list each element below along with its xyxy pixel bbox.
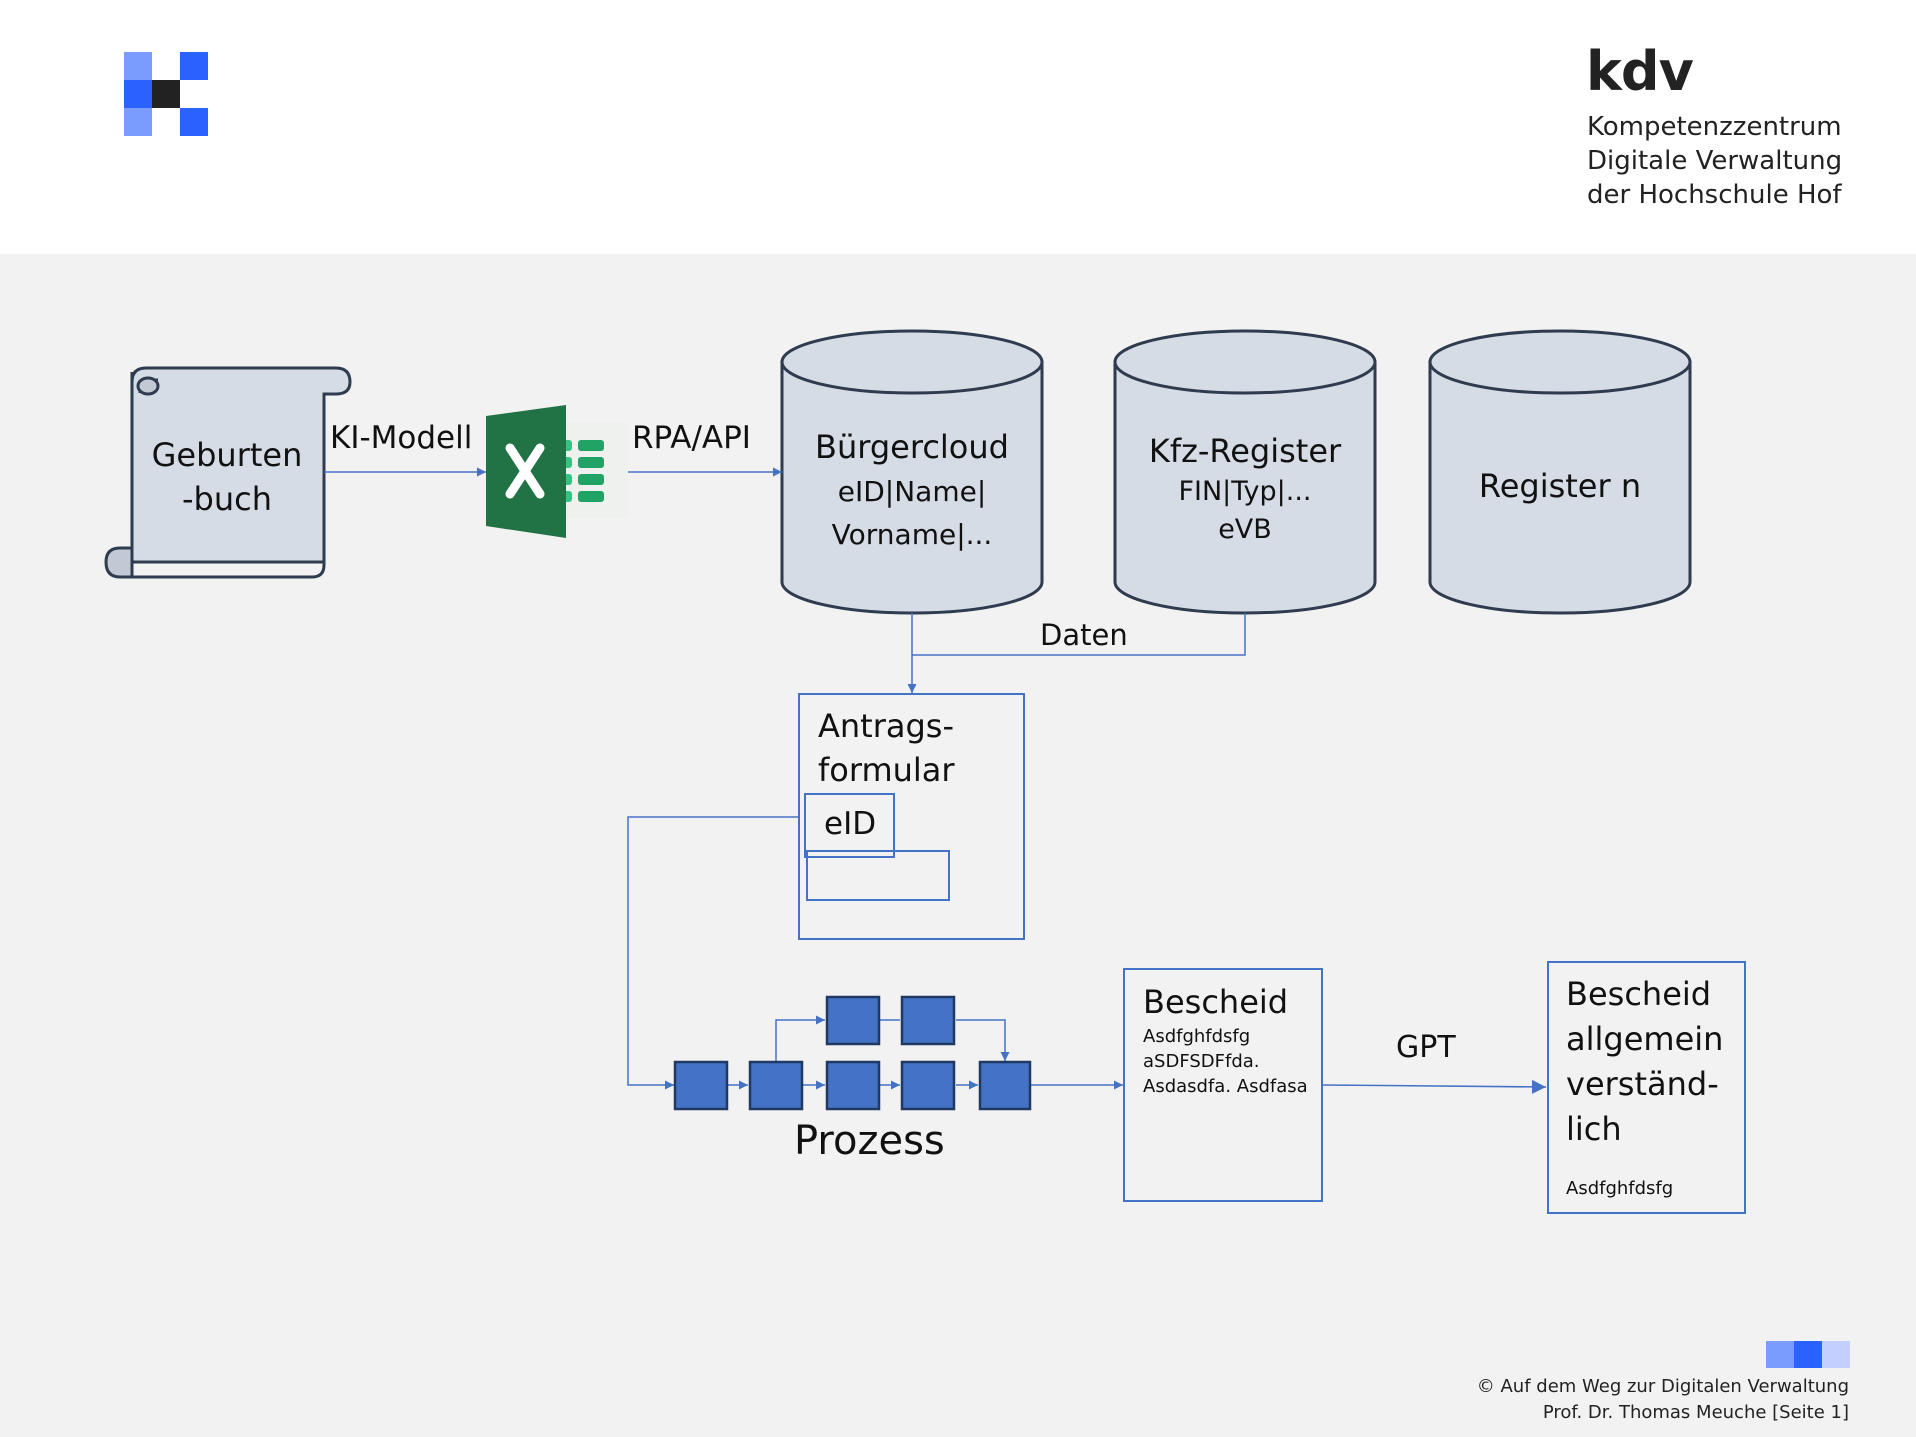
buergercloud-line: Vorname|... — [831, 518, 993, 551]
geburtenbuch-label-line: Geburten — [151, 436, 303, 474]
edge-daten-kfz — [912, 613, 1246, 656]
kfz-register-cylinder — [1113, 329, 1377, 615]
brand-title: kdv — [1586, 40, 1694, 103]
footer-logo-icon — [1766, 1341, 1850, 1368]
bescheid-verstaendlich-title-line: Bescheid — [1566, 975, 1712, 1013]
process-step — [748, 1060, 804, 1111]
bescheid-line: aSDFSDFfda. — [1143, 1051, 1260, 1072]
kfz-register-label: Kfz-Register FIN|Typ|... eVB — [1115, 429, 1375, 549]
bescheid-verstaendlich-box — [1547, 961, 1746, 1214]
geburtenbuch-label-line: -buch — [181, 480, 272, 518]
geburtenbuch-scroll — [104, 366, 352, 579]
brand-subtitle-line: Digitale Verwaltung — [1587, 146, 1843, 176]
connectors — [324, 467, 1547, 1094]
edge-antrag-prozess — [627, 816, 800, 1090]
process-step — [825, 995, 881, 1046]
process-steps — [673, 995, 1032, 1111]
bescheid-verstaendlich-title-line: allgemein — [1566, 1020, 1724, 1058]
rpa-api-label: RPA/API — [632, 420, 751, 456]
prozess-label: Prozess — [794, 1118, 945, 1164]
excel-icon — [486, 405, 628, 538]
brand-subtitle-line: der Hochschule Hof — [1587, 180, 1842, 210]
process-step — [825, 1060, 881, 1111]
bescheid-line: Asdfghfdsfg — [1143, 1026, 1251, 1047]
antragsformular-label-line: Antrags- — [818, 707, 955, 745]
antragsformular-label: Antrags- formular — [818, 704, 955, 792]
buergercloud-label: Bürgercloud eID|Name| Vorname|... — [782, 424, 1042, 556]
brand-subtitle-line: Kompetenzzentrum — [1587, 112, 1842, 142]
buergercloud-cylinder — [780, 329, 1044, 615]
geburtenbuch-label: Geburten -buch — [137, 433, 317, 521]
footer-copyright: © Auf dem Weg zur Digitalen Verwaltung — [1476, 1376, 1849, 1397]
brand-subtitle: Kompetenzzentrum Digitale Verwaltung der… — [1587, 110, 1842, 212]
eid-label: eID — [824, 806, 877, 842]
kfz-register-title: Kfz-Register — [1148, 432, 1342, 470]
process-step — [673, 1060, 729, 1111]
bescheid-verstaendlich-body: Asdfghfdsfg — [1566, 1178, 1674, 1199]
daten-label: Daten — [1040, 618, 1128, 652]
bescheid-verstaendlich-title-line: lich — [1566, 1110, 1622, 1148]
kfz-register-line: FIN|Typ|... — [1178, 476, 1312, 507]
process-step — [900, 1060, 956, 1111]
edge-gpt — [1321, 1079, 1547, 1094]
bescheid-verstaendlich-label: Bescheid allgemein verständ- lich — [1566, 972, 1723, 1152]
gpt-label: GPT — [1396, 1030, 1456, 1065]
buergercloud-title: Bürgercloud — [815, 428, 1009, 466]
bescheid-box — [1123, 968, 1323, 1202]
buergercloud-line: eID|Name| — [837, 475, 987, 508]
empty-field — [806, 850, 950, 901]
antragsformular-box — [798, 693, 1025, 940]
bescheid-label: Bescheid Asdfghfdsfg aSDFSDFfda. Asdasdf… — [1143, 980, 1308, 1099]
bescheid-line: Asdasdfa. Asdfasa — [1143, 1076, 1308, 1097]
register-n-label: Register n — [1478, 467, 1642, 505]
footer: © Auf dem Weg zur Digitalen Verwaltung P… — [1477, 1374, 1849, 1426]
bescheid-title: Bescheid — [1143, 983, 1289, 1021]
antragsformular-label-line: formular — [818, 751, 955, 789]
ki-modell-label: KI-Modell — [330, 420, 473, 456]
header: kdv Kompetenzzentrum Digitale Verwaltung… — [0, 0, 1916, 254]
kfz-register-line: eVB — [1218, 514, 1272, 545]
register-n-cylinder — [1428, 329, 1692, 615]
bescheid-verstaendlich-title-line: verständ- — [1566, 1065, 1719, 1103]
eid-field — [804, 793, 895, 858]
footer-author: Prof. Dr. Thomas Meuche [Seite 1] — [1542, 1402, 1849, 1423]
process-step — [978, 1060, 1032, 1111]
process-step — [900, 995, 956, 1046]
